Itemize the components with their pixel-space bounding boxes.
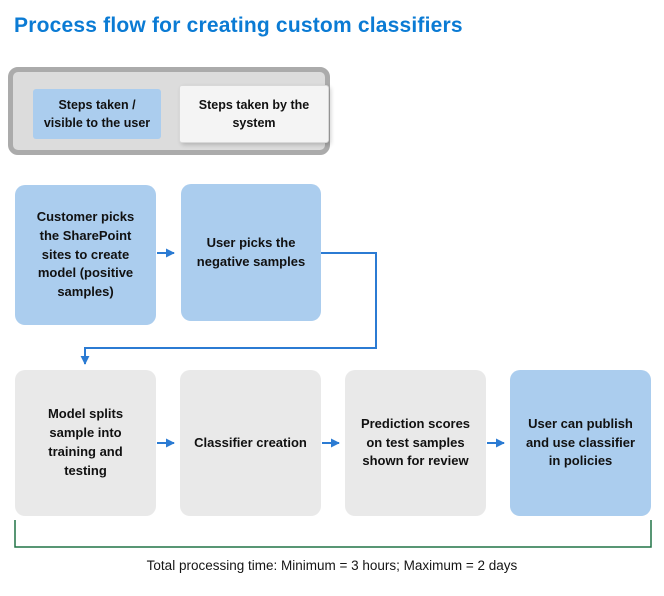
flow-step-prediction-scores-review: Prediction scores on test samples shown …: [345, 370, 486, 516]
legend-item-user-steps: Steps taken / visible to the user: [33, 89, 161, 139]
flow-step-publish-classifier: User can publish and use classifier in p…: [510, 370, 651, 516]
total-processing-time-label: Total processing time: Minimum = 3 hours…: [146, 558, 518, 573]
legend-item-system-steps: Steps taken by the system: [179, 85, 329, 143]
flow-step-label: Prediction scores on test samples shown …: [360, 415, 471, 469]
flow-step-classifier-creation: Classifier creation: [180, 370, 321, 516]
flow-step-label: Classifier creation: [194, 434, 307, 450]
flow-step-label: User can publish and use classifier in p…: [525, 415, 636, 469]
legend-system-label: Steps taken by the system: [198, 97, 310, 130]
flow-step-label: User picks the negative samples: [196, 234, 306, 269]
legend: Steps taken / visible to the user Steps …: [8, 67, 330, 155]
flow-step-pick-positive-samples: Customer picks the SharePoint sites to c…: [15, 185, 156, 325]
flow-step-label: Customer picks the SharePoint sites to c…: [36, 208, 135, 300]
flow-step-model-splits-sample: Model splits sample into training and te…: [15, 370, 156, 516]
page-title: Process flow for creating custom classif…: [14, 14, 463, 37]
legend-user-label: Steps taken / visible to the user: [43, 97, 151, 130]
total-time-bracket: [14, 520, 652, 548]
flow-step-label: Model splits sample into training and te…: [47, 406, 124, 478]
flow-step-pick-negative-samples: User picks the negative samples: [181, 184, 321, 321]
